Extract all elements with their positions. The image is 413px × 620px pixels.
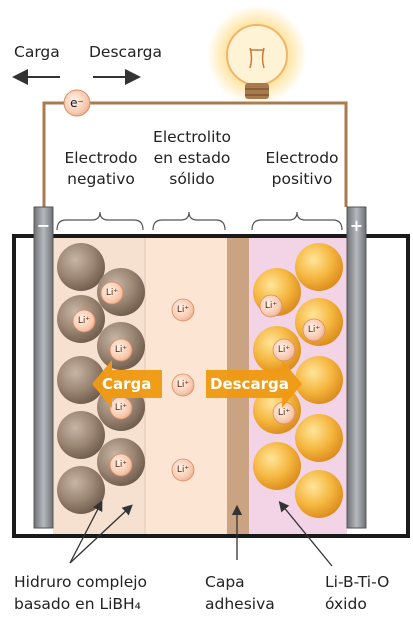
li-ion [272,338,296,362]
minus-sign: − [36,216,51,235]
li-ions [72,281,326,482]
hydride-label-line2: basado en LiBH₄ [14,595,141,613]
plus-sign: + [349,216,364,235]
li-ion-label: Li⁺ [114,460,128,470]
negative-collector [33,206,54,529]
li-ion-label: Li⁺ [277,345,291,355]
electrode-braces [56,211,343,231]
li-ion [171,298,195,322]
top-charge-label: Carga [14,43,60,61]
external-wire [42,101,348,207]
li-ion-label: Li⁺ [176,465,190,475]
li-ion-label: Li⁺ [176,380,190,390]
positive-collector [346,206,367,529]
li-ion-label: Li⁺ [114,403,128,413]
electron-label: e⁻ [70,96,84,110]
electrolyte-label-line3: sólido [169,170,215,188]
li-ion [259,294,283,318]
adhesive-label-line2: adhesiva [205,595,275,613]
li-ion [100,281,124,305]
li-ion [171,458,195,482]
oxide-label-line2: óxido [325,595,367,613]
positive-electrode-label-line1: Electrodo [265,149,339,167]
li-ion [109,453,133,477]
negative-electrode-label-line1: Electrodo [64,149,138,167]
top-discharge-label: Descarga [89,43,163,61]
hydride-label-line1: Hidruro complejo [14,573,148,591]
li-ion-label: Li⁺ [114,345,128,355]
li-ion [302,318,326,342]
discharge-arrow-label: Descarga [210,375,289,393]
li-ion [109,338,133,362]
charge-arrow-label: Carga [102,375,152,393]
light-bulb-icon [207,5,307,105]
discharge-arrow [206,360,302,408]
label-pointers [69,500,333,567]
electrolyte-label-line2: en estado [153,149,231,167]
li-ion-label: Li⁺ [277,408,291,418]
li-ion [171,373,195,397]
li-ion-label: Li⁺ [176,305,190,315]
electron-circle [63,89,91,117]
li-ion-label: Li⁺ [307,325,321,335]
li-ion [72,309,96,333]
li-ion-label: Li⁺ [264,301,278,311]
oxide-label-line1: Li-B-Ti-O [325,573,390,591]
li-ion-label: Li⁺ [105,288,119,298]
positive-electrode-label-line2: positivo [271,170,333,188]
adhesive-label-line1: Capa [205,573,245,591]
negative-electrode-label-line2: negativo [67,170,135,188]
li-ion-label: Li⁺ [77,316,91,326]
charge-arrow [92,360,162,408]
electrolyte-label-line1: Electrolito [153,128,231,146]
